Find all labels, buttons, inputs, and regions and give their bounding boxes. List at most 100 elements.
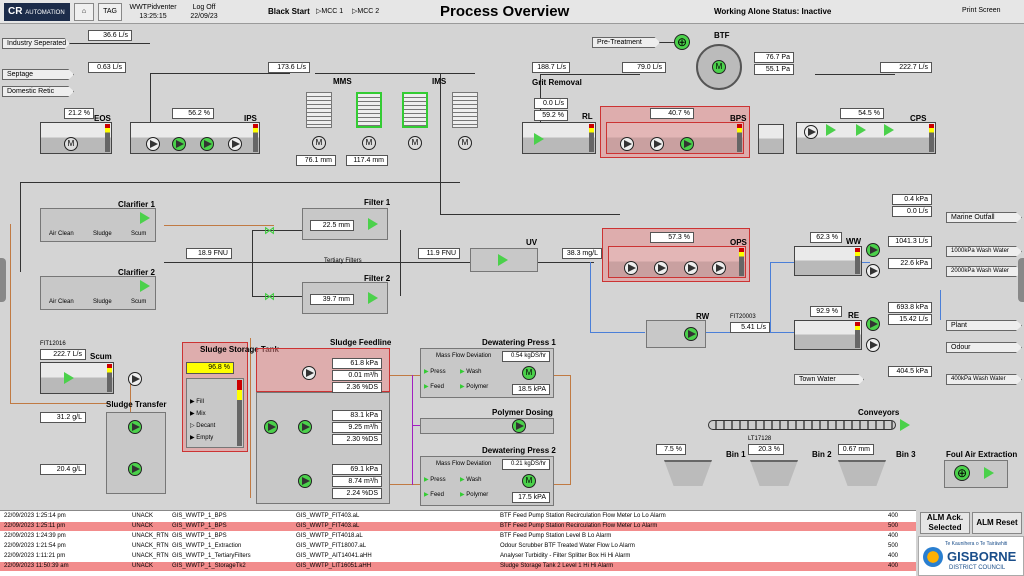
bps-wet-well[interactable]	[758, 124, 784, 154]
400kpa-wash-outlet[interactable]: 400kPa Wash Water	[946, 374, 1022, 385]
sst-tank[interactable]	[186, 378, 244, 448]
mms-screen-2[interactable]	[356, 92, 382, 128]
bin1[interactable]	[664, 460, 712, 486]
ww-tank[interactable]	[794, 246, 862, 276]
dp1-wash[interactable]: ▶ Wash	[460, 369, 482, 375]
pretreatment-odour[interactable]: Pre-Treatment Odour	[592, 37, 660, 48]
scum-tank[interactable]	[40, 362, 114, 394]
feedline-pump-4-icon[interactable]	[298, 474, 312, 488]
cps-run-2-icon[interactable]	[856, 124, 866, 136]
ww-pump-1-icon[interactable]	[866, 243, 880, 257]
cr-automation-logo[interactable]: CR AUTOMATION	[4, 3, 70, 21]
sst-mix[interactable]: ▶ Mix	[190, 411, 206, 417]
tag-button[interactable]: TAG	[98, 3, 122, 21]
mcc2-button[interactable]: ▷MCC 2	[352, 8, 380, 15]
home-button[interactable]: ⌂	[74, 3, 94, 21]
uv-run-icon[interactable]	[498, 254, 508, 266]
re-pump-2-icon[interactable]	[866, 338, 880, 352]
rw-pump-icon[interactable]	[684, 327, 698, 341]
re-pump-1-icon[interactable]	[866, 317, 880, 331]
sst-decant[interactable]: ▷ Decant	[190, 423, 216, 429]
cps-tank[interactable]	[796, 122, 936, 154]
dp2-press[interactable]: ▶ Press	[424, 477, 446, 483]
ips-pump-1-icon[interactable]	[146, 137, 160, 151]
ops-pump-4-icon[interactable]	[712, 261, 726, 275]
filter1-run-icon[interactable]	[368, 218, 378, 230]
dp2-polymer[interactable]: ▶ Polymer	[460, 492, 489, 498]
ips-pump-3-icon[interactable]	[200, 137, 214, 151]
odour-fan-icon[interactable]: ⊕	[674, 34, 690, 50]
bin3[interactable]	[838, 460, 886, 486]
dp1-feed[interactable]: ▶ Feed	[424, 384, 444, 390]
ww-1000kpa-outlet[interactable]: 1000kPa Wash Water	[946, 246, 1022, 257]
bps-pump-3-icon[interactable]	[680, 137, 694, 151]
sst-empty[interactable]: ▶ Empty	[190, 435, 214, 441]
ims-screen-1[interactable]	[402, 92, 428, 128]
eos-motor-icon[interactable]: M	[64, 137, 78, 151]
bps-pump-2-icon[interactable]	[650, 137, 664, 151]
odour-outlet[interactable]: Odour	[946, 342, 1022, 353]
plant-outlet[interactable]: Plant	[946, 320, 1022, 331]
dp1-motor-icon[interactable]: M	[522, 366, 536, 380]
clarifier1-run-icon[interactable]	[140, 212, 150, 224]
bps-pump-1-icon[interactable]	[620, 137, 634, 151]
filter2-run-icon[interactable]	[368, 292, 378, 304]
ips-pump-2-icon[interactable]	[172, 137, 186, 151]
print-screen-button[interactable]: Print Screen	[962, 7, 1001, 14]
clarifier2-tank[interactable]: Air Clean Sludge Scum	[40, 276, 156, 310]
cps-run-1-icon[interactable]	[826, 124, 836, 136]
grit-run-icon[interactable]	[534, 133, 544, 145]
clarifier1-tank[interactable]: Air Clean Sludge Scum	[40, 208, 156, 242]
re-tank[interactable]	[794, 320, 862, 350]
ims-screen-2[interactable]	[452, 92, 478, 128]
marine-outfall[interactable]: Marine Outfall	[946, 212, 1022, 223]
rw-unit[interactable]	[646, 320, 706, 348]
filter1-valve-icon[interactable]: ⋈	[264, 225, 275, 237]
ops-pump-2-icon[interactable]	[654, 261, 668, 275]
cps-run-3-icon[interactable]	[884, 124, 894, 136]
ww-pump-2-icon[interactable]	[866, 264, 880, 278]
polymer-pump-icon[interactable]	[512, 419, 526, 433]
cps-pump-1-icon[interactable]	[804, 125, 818, 139]
filter2-valve-icon[interactable]: ⋈	[264, 291, 275, 303]
right-nav-tab[interactable]	[1018, 258, 1024, 302]
dp2-feed[interactable]: ▶ Feed	[424, 492, 444, 498]
alarm-reset-button[interactable]: ALM Reset	[972, 512, 1022, 534]
clarifier2-run-icon[interactable]	[140, 280, 150, 292]
scum-pump-icon[interactable]	[128, 372, 142, 386]
polymer-dosing-unit[interactable]	[420, 418, 554, 434]
ww-2000kpa-outlet[interactable]: 2000kPa Wash Water	[946, 266, 1022, 277]
eos-tank[interactable]	[40, 122, 112, 154]
sludge-transfer-pump-1-icon[interactable]	[128, 420, 142, 434]
btf-motor-icon[interactable]: M	[712, 60, 726, 74]
mms-screen-1[interactable]	[306, 92, 332, 128]
sst-fill[interactable]: ▶ Fill	[190, 399, 204, 405]
dp1-polymer[interactable]: ▶ Polymer	[460, 384, 489, 390]
alarm-ack-button[interactable]: ALM Ack. Selected	[920, 512, 970, 534]
feedline-pump-3-icon[interactable]	[298, 420, 312, 434]
ops-pump-3-icon[interactable]	[684, 261, 698, 275]
scum-run-icon[interactable]	[64, 372, 74, 384]
dp1-press[interactable]: ▶ Press	[424, 369, 446, 375]
foul-air-run-icon[interactable]	[984, 467, 994, 479]
mms-motor-2-icon[interactable]: M	[362, 136, 376, 150]
ims-motor-2-icon[interactable]: M	[458, 136, 472, 150]
town-water-inlet[interactable]: Town Water	[794, 374, 864, 385]
mcc1-button[interactable]: ▷MCC 1	[316, 8, 344, 15]
ops-pump-1-icon[interactable]	[624, 261, 638, 275]
conveyor-run-icon[interactable]	[900, 419, 910, 431]
left-nav-tab[interactable]	[0, 258, 6, 302]
ips-pump-4-icon[interactable]	[228, 137, 242, 151]
sludge-transfer-pump-2-icon[interactable]	[128, 462, 142, 476]
dp2-motor-icon[interactable]: M	[522, 474, 536, 488]
foul-air-fan-icon[interactable]: ⊕	[954, 465, 970, 481]
btf-tank[interactable]	[696, 44, 742, 90]
dp2-wash[interactable]: ▶ Wash	[460, 477, 482, 483]
mms-motor-1-icon[interactable]: M	[312, 136, 326, 150]
